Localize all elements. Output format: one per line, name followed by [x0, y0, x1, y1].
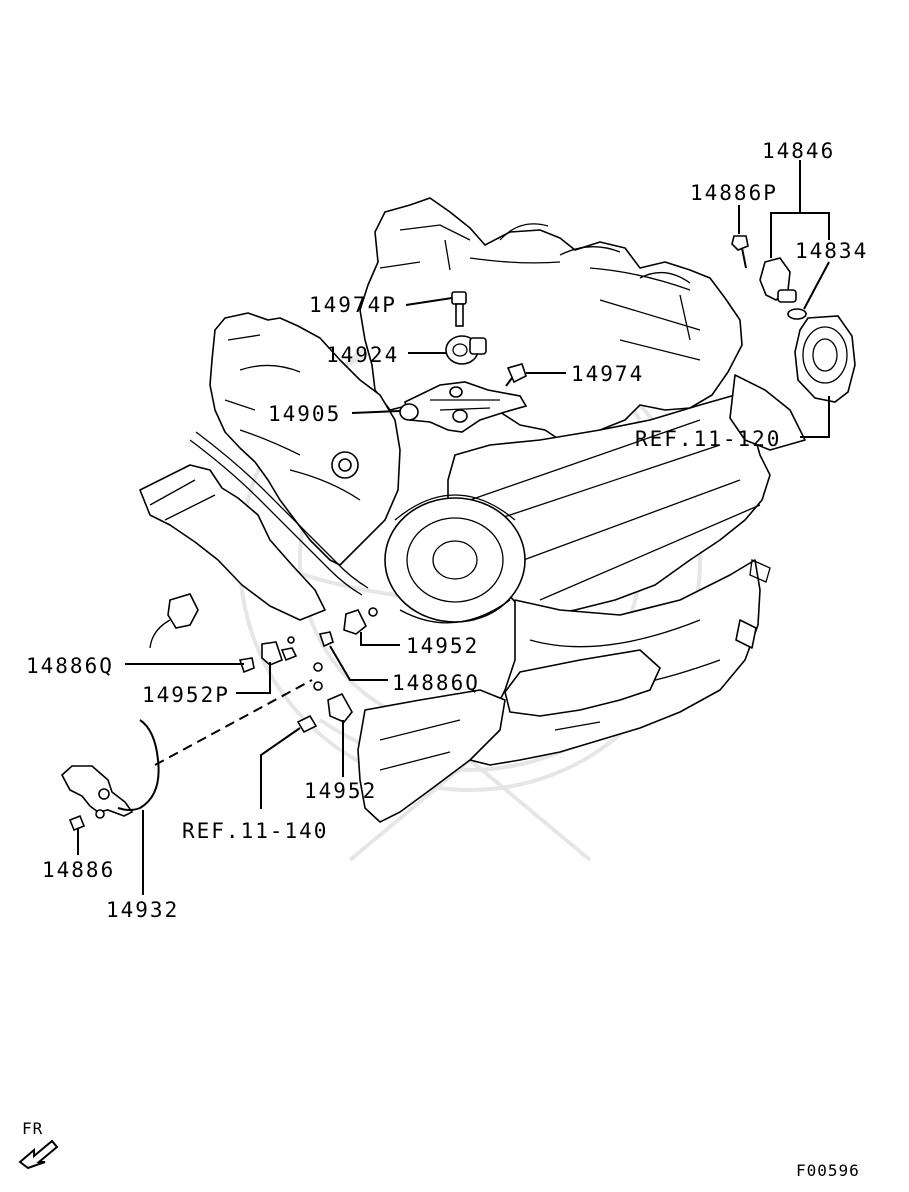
callout-labels: 14846 14886P 14834 14974P 14924 14974 14…	[26, 139, 868, 922]
callout-14886: 14886	[42, 858, 115, 882]
part-14952-clip-lower	[313, 662, 353, 723]
part-14974P-bolt	[451, 291, 467, 327]
callout-14974P: 14974P	[309, 293, 397, 317]
callout-14952-lower: 14952	[304, 779, 377, 803]
callout-14932: 14932	[106, 898, 179, 922]
part-14886P-bolt	[731, 235, 749, 269]
callout-ref-11-120: REF.11-120	[635, 427, 781, 451]
front-label: FR	[22, 1119, 43, 1138]
callout-14905: 14905	[268, 402, 341, 426]
callout-14834: 14834	[795, 239, 868, 263]
part-14834-o-ring	[787, 308, 807, 320]
part-14974-bolt	[505, 363, 527, 387]
callout-14886Q-left: 14886Q	[26, 654, 114, 678]
diagram-code: F00596	[796, 1161, 860, 1180]
callout-ref-11-140: REF.11-140	[182, 819, 328, 843]
part-14886Q-bolt-right	[318, 631, 334, 648]
part-connector-left-sensor	[149, 593, 199, 649]
callout-14952-upper: 14952	[406, 634, 479, 658]
callout-14846: 14846	[762, 139, 835, 163]
callout-14924: 14924	[326, 343, 399, 367]
part-14886-bolt	[68, 814, 86, 832]
part-throttle-housing	[794, 315, 856, 403]
part-14932-crank-sensor-harness	[60, 719, 160, 819]
part-connector-ref-11-140	[296, 714, 318, 734]
part-14952P-clip	[261, 636, 298, 666]
part-14846-cam-position-sensor	[759, 257, 797, 303]
callout-14886Q-right: 14886Q	[392, 671, 480, 695]
part-14886Q-bolt-left	[238, 657, 255, 674]
callout-14952P: 14952P	[142, 683, 230, 707]
engine-assembly	[139, 197, 806, 823]
front-arrow-icon	[18, 1139, 59, 1170]
callout-14974: 14974	[571, 362, 644, 386]
leader-lines	[77, 160, 830, 895]
front-direction-indicator: FR	[18, 1119, 59, 1170]
part-14924-knock-sensor	[445, 335, 487, 365]
part-14952-clip-upper	[343, 607, 378, 635]
callout-14886P: 14886P	[690, 181, 778, 205]
